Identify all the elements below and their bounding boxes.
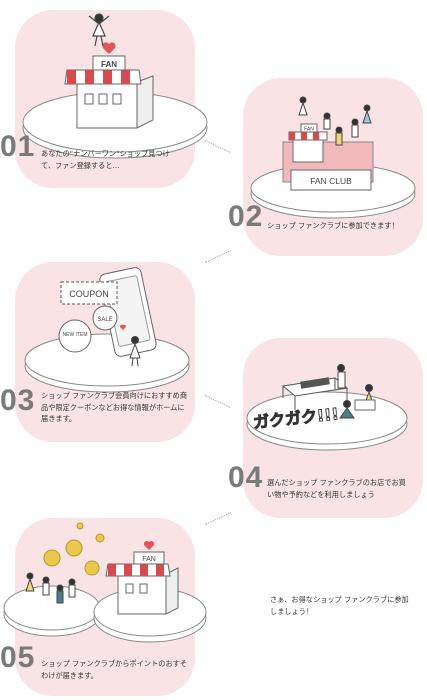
shop-sign: FAN xyxy=(142,556,156,563)
people-icon xyxy=(298,96,372,146)
step-03-caption: ショップ ファンクラブ会員向けにおすすめ商品や限定クーポンなどお得な情報がホーム… xyxy=(41,391,188,423)
step-05-illustration: FAN xyxy=(3,522,207,643)
dotted-connector xyxy=(204,395,231,408)
person-icon xyxy=(129,336,141,367)
coupon-icon: COUPON xyxy=(60,281,118,305)
heart-icon xyxy=(102,42,116,54)
step-02-illustration: FAN CLUB FAN xyxy=(250,96,416,219)
step-01-number: 01 xyxy=(0,130,36,163)
step-01-caption: あなたの"ナンバーワン"ショップ見つけて、ファン登録すると… xyxy=(41,149,170,170)
step-04-number: 04 xyxy=(228,461,264,494)
step-03-number: 03 xyxy=(0,384,36,417)
new-item-label: NEW ITEM xyxy=(63,332,88,338)
heart-icon xyxy=(143,541,155,550)
awning-icon xyxy=(105,563,171,577)
coin-icon xyxy=(43,522,105,576)
step-04-illustration: ガクガク!!! xyxy=(246,364,408,451)
closing-message: さぁ、お得なショップ ファンクラブに参加しましょう！ xyxy=(270,595,409,616)
step-02-caption: ショップ ファンクラブに参加できます！ xyxy=(267,221,399,230)
heart-icon xyxy=(119,324,127,330)
dotted-connector xyxy=(205,250,231,263)
shop-sign: FAN xyxy=(101,60,117,69)
shop-sign: FAN xyxy=(304,127,314,133)
step-03-illustration: COUPON SALE NEW ITEM xyxy=(24,267,190,393)
step-05-number: 05 xyxy=(0,641,36,674)
step-05-caption: ショップ ファンクラブからポイントのおすそわけが届きます。 xyxy=(41,659,188,680)
people-icon xyxy=(25,572,76,604)
massage-bed-icon xyxy=(281,377,349,410)
step-01-illustration: FAN xyxy=(22,13,208,159)
person-icon xyxy=(88,13,110,47)
step-02-number: 02 xyxy=(228,200,264,233)
awning-icon xyxy=(288,131,328,141)
awning-icon xyxy=(64,69,142,85)
sale-label: SALE xyxy=(97,317,112,323)
dotted-connector xyxy=(204,140,231,153)
coupon-label: COUPON xyxy=(69,289,109,299)
fan-club-label: FAN CLUB xyxy=(310,176,352,186)
step-04-caption: 選んだショップ ファンクラブのお店でお買い物や予約などを利用しましょう xyxy=(267,478,406,499)
